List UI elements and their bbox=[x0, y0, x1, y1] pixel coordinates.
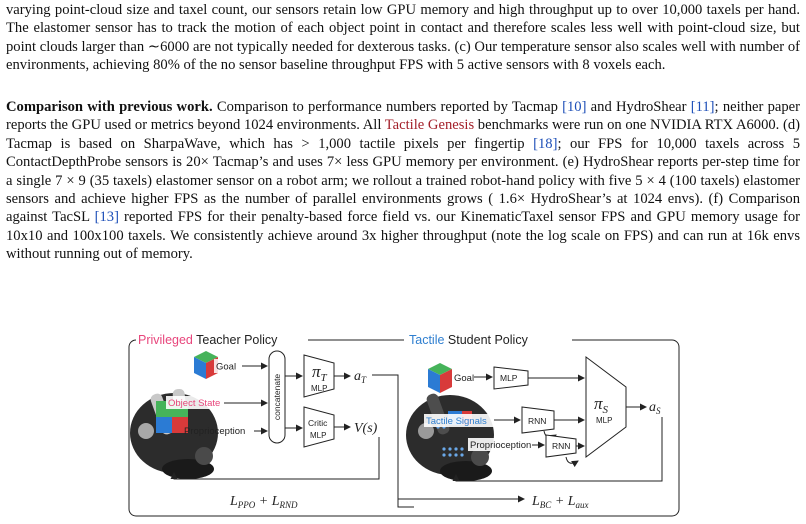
tactile-rnn-label: RNN bbox=[528, 416, 546, 426]
student-action-label: aS bbox=[649, 400, 661, 416]
text-run: reported FPS for their penalty-based for… bbox=[6, 209, 800, 263]
text-run: ; neither paper reports the GPU used or … bbox=[6, 99, 800, 134]
teacher-action-label: aT bbox=[354, 369, 367, 385]
citation-link[interactable]: [11] bbox=[690, 99, 715, 115]
teacher-actor-mlp bbox=[303, 354, 335, 398]
student-policy-mlp-label: MLP bbox=[596, 416, 612, 425]
pi-t-symbol: πT bbox=[312, 362, 328, 384]
tactile-rnn bbox=[521, 406, 555, 434]
proprioception-rnn-label: RNN bbox=[552, 441, 570, 451]
pi-s-symbol: πS bbox=[594, 394, 609, 416]
student-loss-label: LBC + Laux bbox=[531, 494, 589, 510]
paragraph-results: varying point-cloud size and taxel count… bbox=[6, 2, 800, 74]
goal-label: Goal bbox=[216, 362, 236, 373]
policy-diagram: Privileged Teacher Policy Tactile Studen… bbox=[128, 332, 680, 517]
paragraph-comparison: Comparison with previous work. Compariso… bbox=[6, 98, 800, 264]
student-goal-mlp bbox=[493, 366, 529, 390]
teacher-loss-label: LPPO + LRND bbox=[229, 494, 298, 510]
concatenate-label: concatenate bbox=[272, 374, 282, 421]
tactile-signals-label: Tactile Signals bbox=[426, 416, 487, 427]
text-run: benchmarks were run on one NVIDIA RTX A6… bbox=[6, 117, 800, 152]
text-run: ; our FPS for 10,000 taxels across 5 Con… bbox=[6, 135, 800, 226]
critic-mlp-label: MLP bbox=[310, 431, 326, 440]
citation-link[interactable]: [13] bbox=[94, 209, 119, 226]
proprioception-label: Proprioception bbox=[184, 426, 245, 437]
citation-link[interactable]: [18] bbox=[533, 135, 558, 152]
value-function-label: V(s) bbox=[354, 421, 378, 436]
student-goal-mlp-label: MLP bbox=[500, 373, 518, 383]
concatenate-block bbox=[268, 350, 286, 444]
paragraph-heading: Comparison with previous work. bbox=[6, 99, 213, 115]
teacher-policy-title: Privileged Teacher Policy bbox=[138, 333, 278, 347]
citation-link[interactable]: [10] bbox=[562, 99, 587, 115]
student-proprioception-label: Proprioception bbox=[470, 440, 531, 451]
critic-label: Critic bbox=[308, 418, 328, 428]
student-goal-cube bbox=[428, 363, 452, 393]
text-run: and HydroShear bbox=[586, 99, 691, 115]
critic-mlp bbox=[303, 406, 335, 448]
student-policy-mlp bbox=[585, 356, 627, 458]
student-policy-title: Tactile Student Policy bbox=[409, 333, 529, 347]
student-goal-label: Goal bbox=[454, 373, 474, 384]
proprioception-rnn bbox=[545, 434, 577, 458]
robot-hand-illustration-student bbox=[406, 393, 494, 481]
product-name: Tactile Genesis bbox=[384, 117, 475, 134]
object-state-label: Object State bbox=[168, 398, 220, 409]
text-run: Comparison to performance numbers report… bbox=[212, 99, 563, 115]
teacher-mlp-label: MLP bbox=[311, 384, 327, 393]
